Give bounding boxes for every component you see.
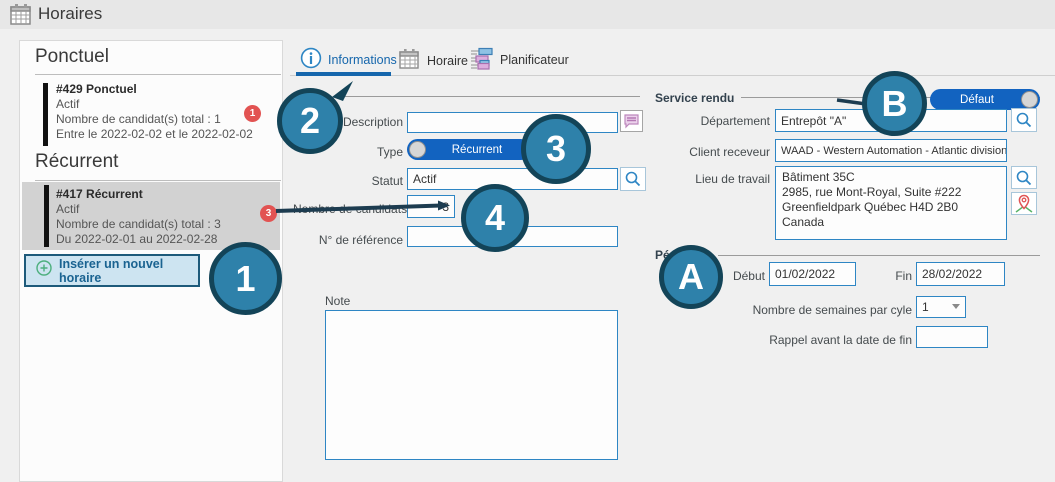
tab-horaire[interactable]: Horaire (397, 47, 468, 74)
type-label: Type (376, 145, 403, 159)
item-status: Actif (56, 97, 80, 111)
semaines-dropdown[interactable]: 1 (916, 296, 966, 318)
selected-item-highlight (22, 182, 280, 250)
reference-label: N° de référence (318, 233, 403, 247)
debut-input[interactable]: 01/02/2022 (769, 262, 856, 286)
plus-icon (36, 260, 52, 281)
tab-planificateur-label: Planificateur (500, 53, 569, 67)
toggle-knob (1021, 91, 1038, 108)
callout-2: 2 (277, 88, 343, 154)
description-input[interactable] (407, 112, 618, 133)
window-header: Horaires (0, 0, 1055, 29)
departement-search-button[interactable] (1011, 108, 1037, 132)
candidates-label: Nombre de candidats (293, 202, 408, 216)
item-candidates: Nombre de candidat(s) total : 3 (56, 217, 221, 231)
callout-3: 3 (521, 114, 591, 184)
type-toggle[interactable]: Récurrent (407, 139, 531, 160)
callout-1: 1 (209, 242, 282, 315)
insert-schedule-button[interactable]: Insérer un nouvel horaire (24, 254, 200, 287)
item-title: #417 Récurrent (56, 187, 143, 201)
note-textarea[interactable] (325, 310, 618, 460)
statut-input[interactable]: Actif (407, 168, 618, 190)
item-candidates: Nombre de candidat(s) total : 1 (56, 112, 221, 126)
rappel-input[interactable] (916, 326, 988, 348)
fin-input[interactable]: 28/02/2022 (916, 262, 1005, 286)
map-pin-icon (1015, 194, 1033, 213)
rappel-label: Rappel avant la date de fin (769, 333, 912, 347)
tab-horaire-label: Horaire (427, 53, 468, 68)
semaines-label: Nombre de semaines par cyle (752, 303, 912, 317)
item-title: #429 Ponctuel (56, 82, 137, 96)
callout-4: 4 (461, 184, 529, 252)
status-badge: 1 (244, 105, 261, 122)
lieu-travail-input[interactable]: Bâtiment 35C 2985, rue Mont-Royal, Suite… (775, 166, 1007, 240)
info-icon (300, 47, 322, 72)
defaut-toggle-label: Défaut (960, 93, 994, 106)
item-status: Actif (56, 202, 80, 216)
callout-b: B (862, 71, 927, 136)
insert-schedule-label: Insérer un nouvel horaire (59, 256, 164, 285)
service-rendu-title: Service rendu (655, 91, 735, 105)
search-icon (625, 171, 641, 187)
description-label: Description (342, 115, 403, 129)
status-badge: 3 (260, 205, 277, 222)
type-toggle-label: Récurrent (451, 143, 503, 156)
client-receveur-input[interactable]: WAAD - Western Automation - Atlantic div… (775, 139, 1007, 162)
map-pin-button[interactable] (1011, 192, 1037, 215)
item-dates: Du 2022-02-01 au 2022-02-28 (56, 232, 218, 246)
divider (35, 74, 281, 75)
chevron-down-icon (952, 304, 960, 309)
tabbar-divider (290, 75, 1055, 76)
item-dates: Entre le 2022-02-02 et le 2022-02-02 (56, 127, 253, 141)
group-divider (345, 96, 640, 97)
search-icon (1016, 170, 1032, 185)
toggle-knob (409, 141, 426, 158)
semaines-value: 1 (922, 300, 929, 314)
divider (35, 180, 281, 181)
debut-label: Début (732, 269, 765, 283)
group-divider (718, 255, 1040, 256)
statut-search-button[interactable] (620, 167, 646, 191)
statut-label: Statut (371, 174, 403, 188)
item-accent-bar (43, 83, 48, 146)
section-title-ponctuel: Ponctuel (35, 46, 109, 67)
gantt-icon (470, 47, 494, 73)
comment-icon (624, 114, 639, 129)
calendar-icon (8, 2, 33, 32)
tab-informations-label: Informations (328, 52, 397, 67)
tab-planificateur[interactable]: Planificateur (470, 47, 569, 73)
search-icon (1016, 112, 1032, 128)
lieu-search-button[interactable] (1011, 166, 1037, 189)
calendar-icon (397, 47, 421, 74)
client-receveur-label: Client receveur (689, 145, 770, 159)
lieu-travail-label: Lieu de travail (695, 172, 770, 186)
fin-label: Fin (895, 269, 912, 283)
active-tab-indicator (296, 72, 391, 76)
note-label: Note (325, 294, 351, 308)
candidates-input[interactable]: 3 (407, 195, 455, 218)
section-title-recurrent: Récurrent (35, 151, 119, 172)
comment-button[interactable] (620, 110, 643, 132)
departement-label: Département (700, 114, 770, 128)
item-accent-bar (44, 185, 49, 247)
defaut-toggle[interactable]: Défaut (930, 89, 1040, 110)
page-title: Horaires (38, 4, 103, 23)
callout-2-tail (332, 81, 353, 101)
tab-informations[interactable]: Informations (300, 47, 397, 72)
callout-a: A (659, 245, 723, 309)
